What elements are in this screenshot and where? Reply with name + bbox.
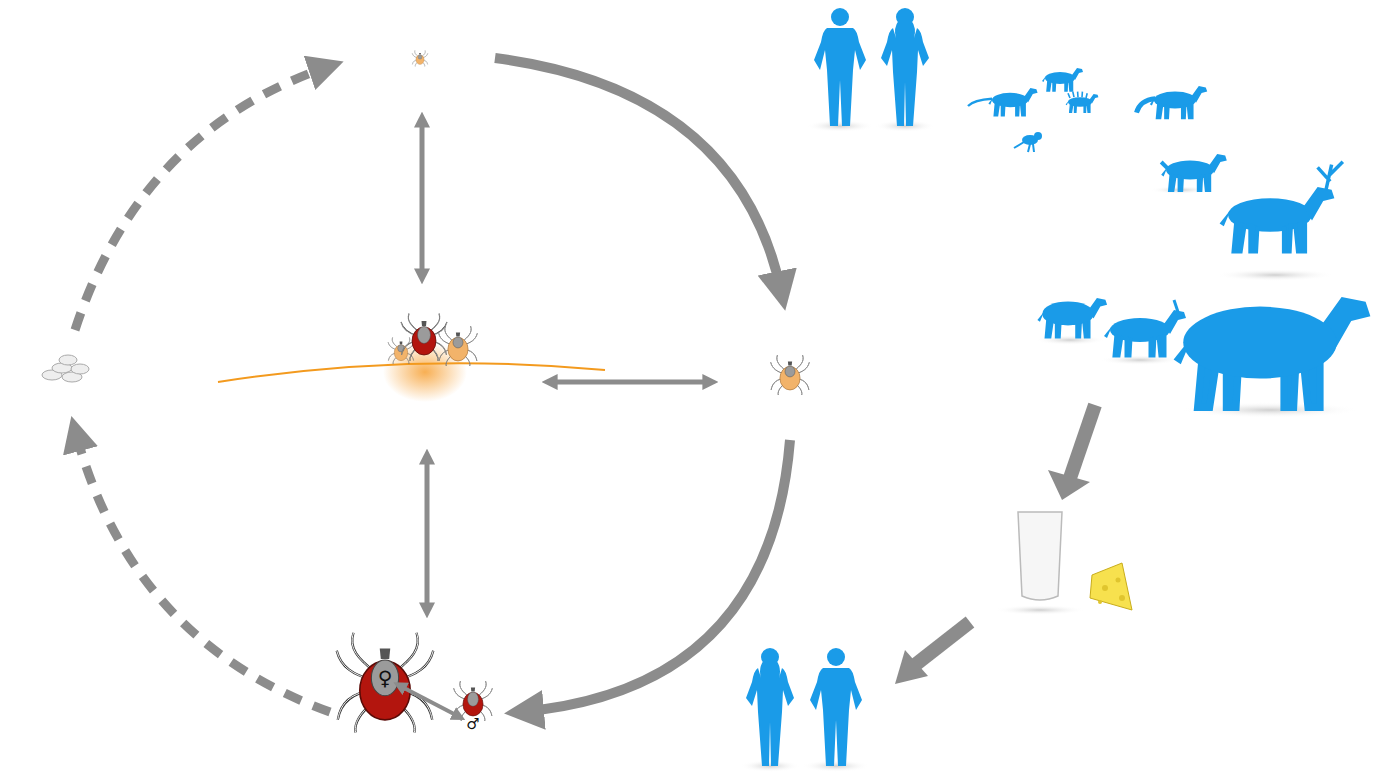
sex-symbol: ♂ [466, 717, 479, 732]
sex-symbol: ♀ [378, 668, 393, 688]
mating-arrow [398, 685, 460, 717]
male-tick-symbol: ♂ [464, 716, 481, 733]
female-tick-symbol: ♀ [376, 667, 395, 689]
